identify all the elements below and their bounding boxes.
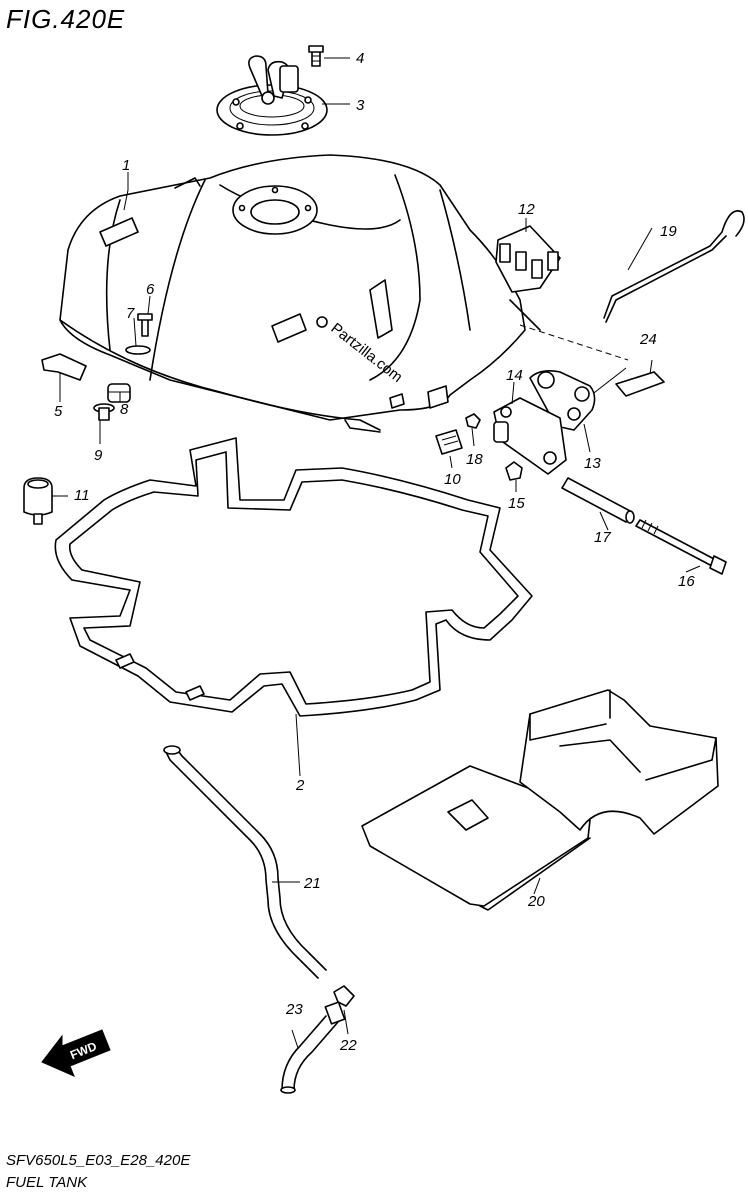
- figure-title: FIG.420E: [6, 4, 126, 34]
- callout-14: 14: [506, 367, 523, 384]
- callout-16: 16: [678, 573, 695, 590]
- part-8-cushion[interactable]: [107, 383, 131, 403]
- leader-24-to-13: [589, 367, 627, 397]
- callout-12: 12: [518, 201, 535, 218]
- callout-24: 24: [639, 331, 657, 348]
- part-15-nut[interactable]: [505, 461, 523, 481]
- part-23-hose[interactable]: [280, 1015, 339, 1094]
- part-22-joint[interactable]: [324, 985, 355, 1025]
- part-16-bolt[interactable]: [635, 519, 727, 575]
- part-20-upper-plate[interactable]: [519, 689, 719, 835]
- part-11-cap[interactable]: [23, 477, 53, 525]
- callout-5: 5: [54, 403, 63, 420]
- callout-22: 22: [339, 1037, 357, 1054]
- leader-lines: [52, 57, 701, 1049]
- callout-7: 7: [126, 305, 135, 322]
- part-7-washer[interactable]: [125, 345, 151, 355]
- callout-19: 19: [660, 223, 677, 240]
- callout-2: 2: [295, 777, 305, 794]
- part-20-plate[interactable]: [361, 765, 591, 911]
- part-21-hose[interactable]: [163, 745, 327, 979]
- part-24-pad[interactable]: [615, 371, 665, 397]
- part-5-plate[interactable]: [41, 353, 87, 381]
- part-9-bush[interactable]: [93, 403, 115, 421]
- part-18-grommet[interactable]: [465, 413, 481, 429]
- part-13-hinge-plate[interactable]: [529, 370, 596, 431]
- callout-18: 18: [466, 451, 483, 468]
- callout-1: 1: [122, 157, 130, 174]
- leader-dashed-24: [519, 324, 629, 361]
- callout-13: 13: [584, 455, 601, 472]
- part-3-fuel-cap[interactable]: [216, 55, 328, 136]
- fwd-arrow-icon: FWD: [41, 1029, 111, 1077]
- part-2-seal[interactable]: [54, 437, 533, 717]
- callout-20: 20: [527, 893, 545, 910]
- callout-10: 10: [444, 471, 461, 488]
- part-6-screw[interactable]: [137, 313, 153, 337]
- callout-6: 6: [146, 281, 155, 298]
- callout-4: 4: [356, 50, 364, 67]
- callout-9: 9: [94, 447, 103, 464]
- figure-name-label: FUEL TANK: [6, 1174, 88, 1191]
- callout-11: 11: [74, 487, 90, 504]
- part-4-screw[interactable]: [308, 45, 324, 67]
- callout-23: 23: [285, 1001, 303, 1018]
- part-14-hinge-bracket[interactable]: [493, 397, 567, 475]
- callout-21: 21: [303, 875, 321, 892]
- callout-numbers: 1 2 3 4 5 6 7 8 9 10 11 12 13 14 15 16 1…: [54, 50, 695, 1054]
- callout-3: 3: [356, 97, 365, 114]
- callout-8: 8: [120, 401, 129, 418]
- part-1-fuel-tank[interactable]: [59, 154, 541, 433]
- model-code-label: SFV650L5_E03_E28_420E: [6, 1152, 191, 1169]
- callout-17: 17: [594, 529, 611, 546]
- part-10-pad[interactable]: [435, 429, 463, 455]
- part-17-collar[interactable]: [561, 477, 635, 524]
- part-19-rod[interactable]: [603, 210, 745, 323]
- callout-15: 15: [508, 495, 525, 512]
- part-12-bracket[interactable]: [495, 225, 561, 293]
